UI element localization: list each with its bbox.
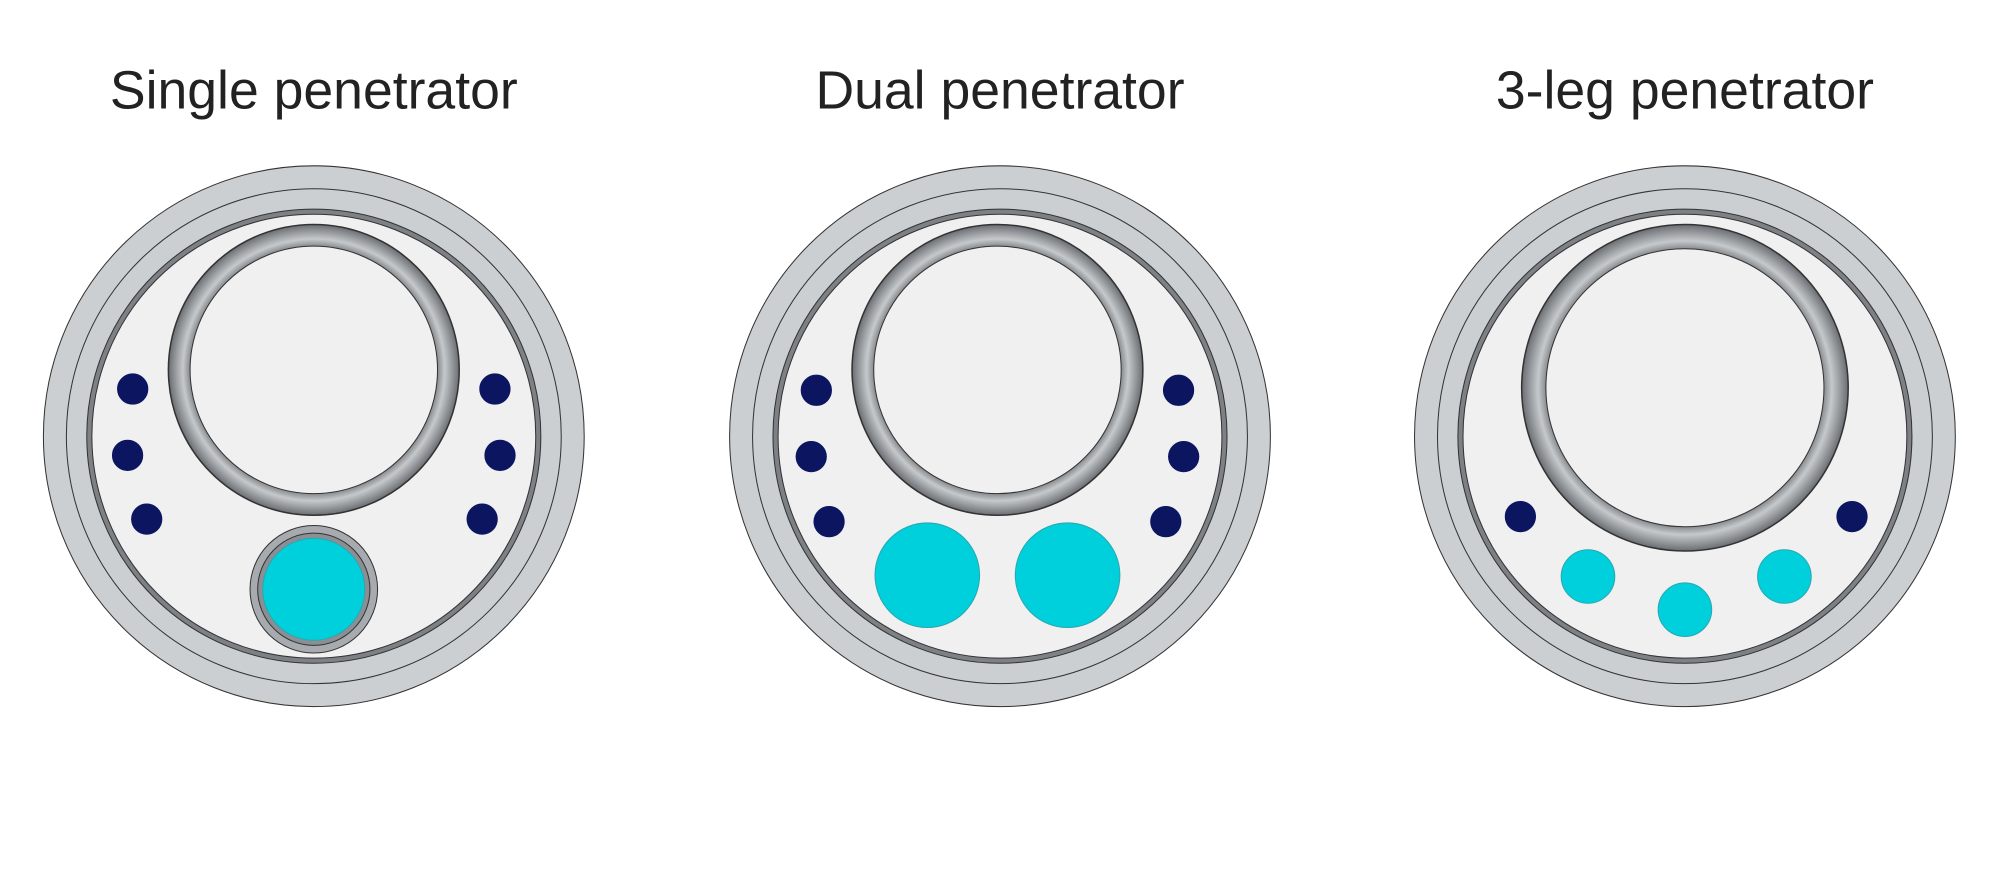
control-line xyxy=(795,440,827,473)
penetrator-conductor xyxy=(262,537,366,641)
3-leg-penetrator-cross-section xyxy=(1414,165,1956,708)
control-line xyxy=(111,439,144,471)
control-line xyxy=(813,506,845,538)
control-line xyxy=(131,503,163,535)
penetrator-conductor xyxy=(874,522,981,629)
tubing-bore xyxy=(189,245,439,495)
title-3leg: 3-leg penetrator xyxy=(1496,61,1874,120)
title-single: Single penetrator xyxy=(110,61,518,120)
control-line xyxy=(117,373,149,405)
control-line xyxy=(800,374,832,406)
control-line xyxy=(484,439,516,471)
dual-penetrator-cross-section xyxy=(729,165,1271,708)
penetrator-conductor xyxy=(1757,549,1812,604)
tubing-bore xyxy=(1545,248,1825,528)
control-line xyxy=(1162,374,1195,406)
penetrator-conductor xyxy=(1560,549,1616,604)
title-dual: Dual penetrator xyxy=(815,61,1184,120)
control-line xyxy=(466,503,498,535)
control-line xyxy=(1504,500,1537,533)
penetrator-conductor xyxy=(1014,522,1121,629)
control-line xyxy=(1168,440,1200,473)
control-line xyxy=(1150,506,1182,538)
control-line xyxy=(1836,500,1868,533)
single-penetrator-cross-section xyxy=(42,165,585,708)
tubing-bore xyxy=(873,245,1122,495)
penetrator-conductor xyxy=(1657,582,1713,637)
control-line xyxy=(479,373,511,405)
